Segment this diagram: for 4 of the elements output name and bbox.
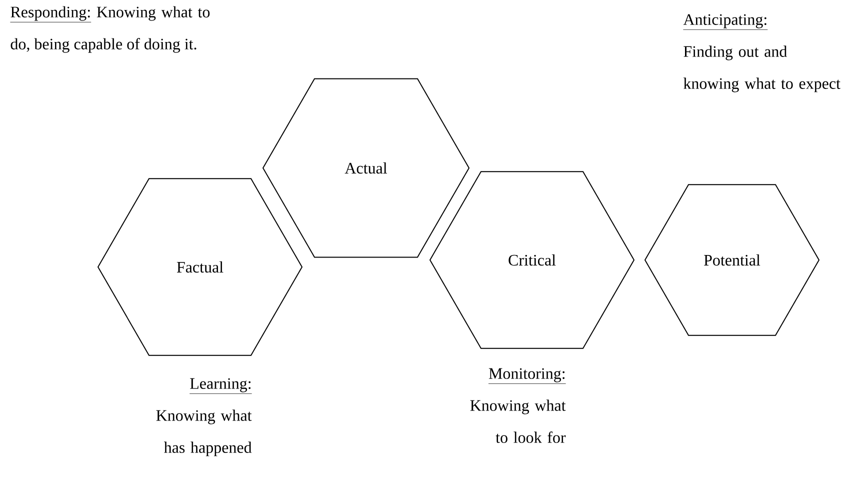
caption-text: Learning: Knowing what has happened [156, 378, 252, 456]
caption-text: Monitoring: Knowing what to look for [470, 368, 566, 443]
caption-text: Anticipating: Finding out and knowing what to expect [683, 14, 840, 92]
caption-text: Responding: Knowing what to do, being capable of doing it. [10, 6, 210, 53]
